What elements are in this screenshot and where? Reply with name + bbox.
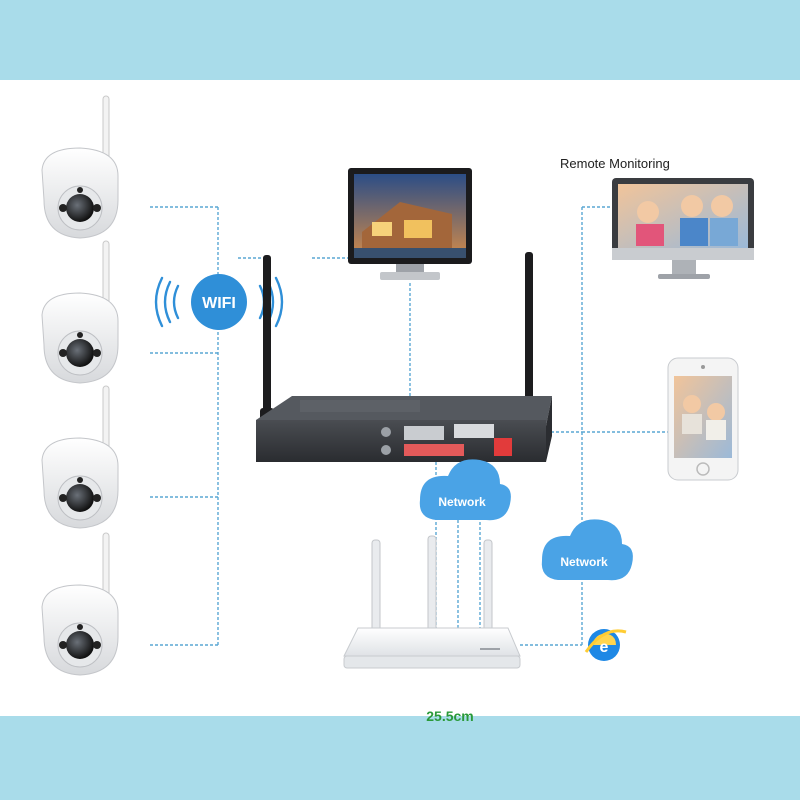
dimension-label: 25.5cm <box>426 708 474 724</box>
wifi-label: WIFI <box>202 295 236 312</box>
smartphone-icon <box>667 357 739 481</box>
browser-icon: e <box>584 629 627 661</box>
remote-monitoring-label: Remote Monitoring <box>560 156 670 171</box>
wifi-icon: WIFI <box>154 274 284 330</box>
camera-icon <box>41 95 119 239</box>
cloud-icon: Network <box>419 459 511 521</box>
cloud-label: Network <box>560 555 608 569</box>
bottom-band <box>0 716 800 800</box>
camera-icon <box>41 240 119 384</box>
camera-icon <box>41 385 119 529</box>
camera-icon <box>41 532 119 676</box>
nvr-icon <box>256 252 552 462</box>
monitor-icon <box>612 178 754 279</box>
router-icon <box>343 535 521 669</box>
top-band <box>0 0 800 80</box>
cloud-label: Network <box>438 495 486 509</box>
cloud-icon: Network <box>541 519 633 581</box>
svg-text:e: e <box>600 639 609 656</box>
monitor-icon <box>348 168 472 280</box>
